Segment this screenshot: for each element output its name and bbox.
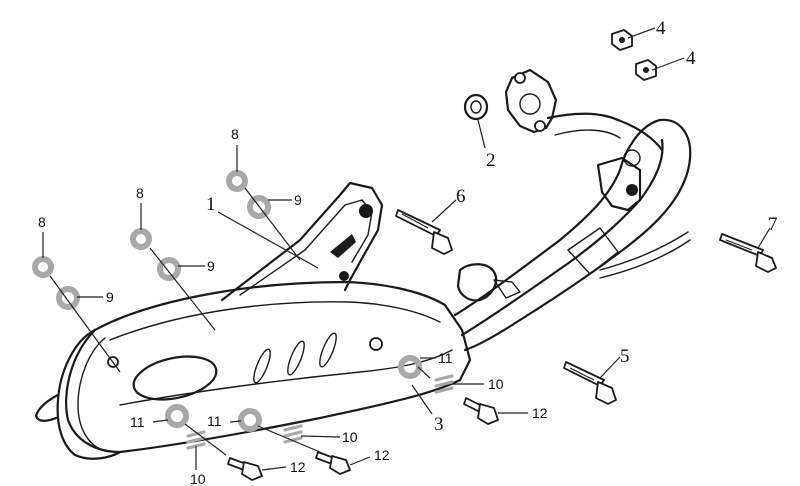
heat-shield-bottom-edge xyxy=(119,349,453,406)
callout-8-middle: 8 xyxy=(136,185,144,201)
callout-12-right: 12 xyxy=(532,405,548,421)
bolt-5 xyxy=(563,361,617,405)
heat-shield-vents xyxy=(253,332,337,384)
washer-11-middle xyxy=(238,408,262,432)
washer-11-right xyxy=(398,355,422,379)
exhaust-gasket xyxy=(463,93,489,121)
callout-6: 6 xyxy=(456,186,466,207)
pipe-clamp-hole xyxy=(626,184,638,196)
washer-8-top xyxy=(226,170,248,192)
bolt-7 xyxy=(719,233,777,273)
muffler-bracket xyxy=(220,181,384,302)
exhaust-pipe-front-bend xyxy=(546,112,664,152)
exhaust-pipe-front-inner xyxy=(554,129,621,139)
callout-labels: 1 2 3 4 4 5 6 7 8 8 8 9 9 9 10 10 10 11 … xyxy=(38,18,778,486)
callout-9-top: 9 xyxy=(294,192,302,208)
flange-nut-2 xyxy=(635,59,657,81)
end-cap-rim xyxy=(77,337,106,451)
flange-hole-lower xyxy=(534,120,546,132)
spring-washer-10-right xyxy=(434,374,454,394)
exhaust-flange xyxy=(504,68,558,134)
callout-4-top: 4 xyxy=(656,18,666,39)
bolt-12-left xyxy=(227,457,263,481)
callout-10-middle: 10 xyxy=(342,429,358,445)
muffler-stud xyxy=(369,337,383,351)
muffler-can xyxy=(65,280,472,454)
flange-hole-center xyxy=(519,93,541,115)
callout-5: 5 xyxy=(620,346,630,367)
washers xyxy=(32,170,422,432)
callout-10-right: 10 xyxy=(488,376,504,392)
exhaust-pipe-lower-edge xyxy=(460,138,664,337)
bracket-inner-edge xyxy=(239,199,373,296)
muffler-assembly xyxy=(34,181,472,460)
pipe-hanger-tab xyxy=(493,279,521,299)
pipe-clamp xyxy=(596,156,642,212)
callout-3: 3 xyxy=(434,414,444,435)
washer-8-left xyxy=(32,256,54,278)
callout-10-left: 10 xyxy=(190,471,206,486)
pipe-lower-tail xyxy=(599,231,691,279)
pipe-clamp-boss xyxy=(623,149,641,167)
callout-11-right: 11 xyxy=(438,350,453,366)
callout-8-top: 8 xyxy=(231,126,239,142)
washer-9-top xyxy=(247,195,271,219)
leader-lines xyxy=(42,27,771,471)
spring-washer-10-left xyxy=(186,430,206,450)
washer-9-left xyxy=(56,286,80,310)
callout-11-middle: 11 xyxy=(207,413,222,429)
muffler-outlet-oval xyxy=(132,355,218,401)
washer-11-left xyxy=(165,404,189,428)
bolt-12-right xyxy=(463,397,499,425)
bolt-6 xyxy=(395,209,453,255)
callout-12-left: 12 xyxy=(290,459,306,475)
tail-pipe xyxy=(34,393,60,422)
heat-shield-top-edge xyxy=(109,301,441,341)
pipe-hanger xyxy=(456,263,498,302)
washer-9-middle xyxy=(157,257,181,281)
callout-2: 2 xyxy=(486,150,496,171)
callout-11-left: 11 xyxy=(130,414,145,430)
washer-8-middle xyxy=(130,228,152,250)
callout-1: 1 xyxy=(206,194,216,215)
spring-washer-10-middle xyxy=(283,424,303,444)
callout-9-middle: 9 xyxy=(207,258,215,274)
callout-9-left: 9 xyxy=(106,289,114,305)
bracket-hole-upper xyxy=(359,204,373,218)
bolt-12-middle xyxy=(315,451,351,475)
flange-hole-upper xyxy=(514,72,526,84)
pipe-sleeve xyxy=(567,227,619,275)
exhaust-pipe-upper-edge xyxy=(453,118,692,352)
callout-4-lower: 4 xyxy=(686,48,696,69)
muffler-end-cap xyxy=(56,328,122,460)
exhaust-pipe-assembly xyxy=(453,68,692,352)
flange-nut-1 xyxy=(611,29,633,51)
bracket-hole-lower xyxy=(339,271,349,281)
bracket-slot xyxy=(330,234,356,258)
callout-7: 7 xyxy=(768,214,778,235)
callout-8-left: 8 xyxy=(38,214,46,230)
callout-12-middle: 12 xyxy=(374,447,390,463)
